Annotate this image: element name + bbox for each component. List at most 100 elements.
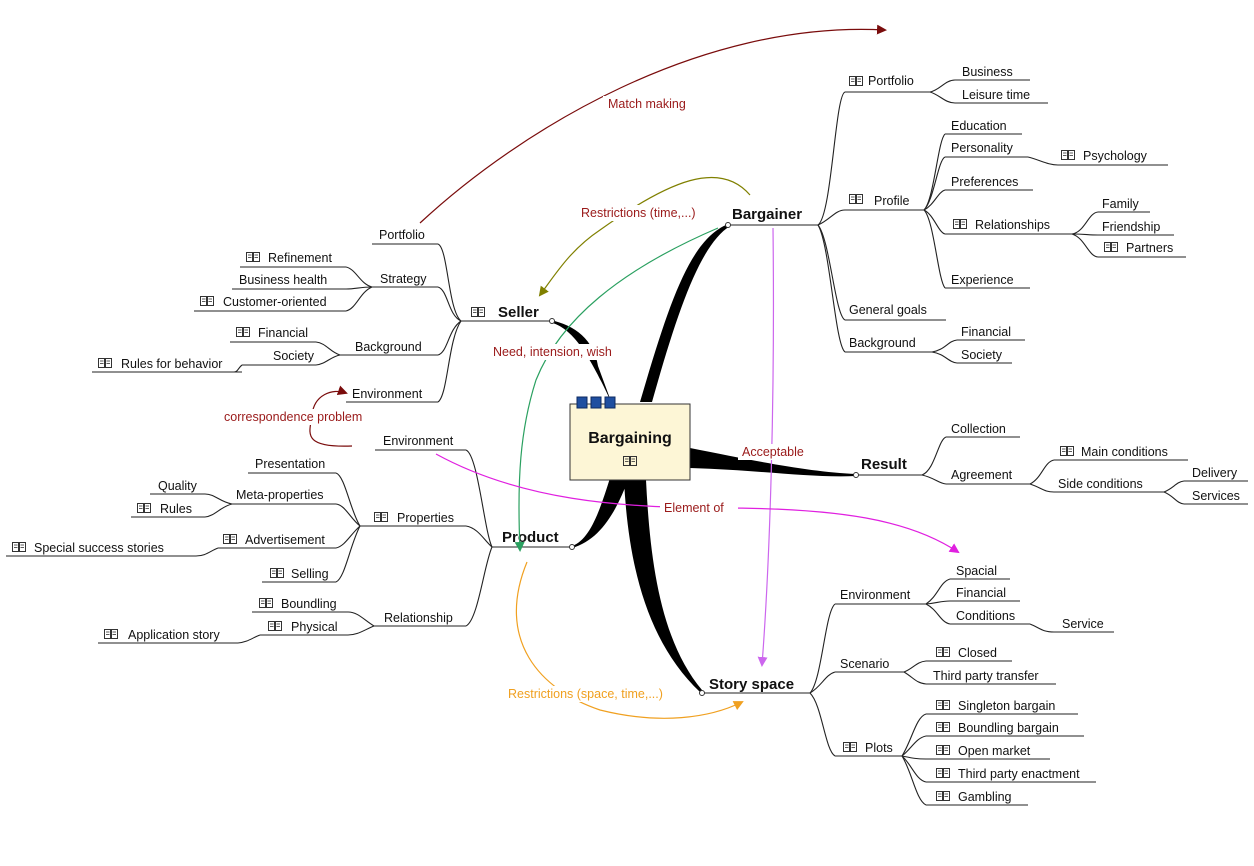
seller-society[interactable]: Society xyxy=(273,349,315,363)
bargainer-business[interactable]: Business xyxy=(962,65,1013,79)
result-agreement[interactable]: Agreement xyxy=(951,468,1013,482)
center-node[interactable]: Bargaining xyxy=(569,396,691,481)
label-acceptable[interactable]: Acceptable xyxy=(742,445,804,459)
seller-financial[interactable]: Financial xyxy=(258,326,308,340)
seller-customer-oriented[interactable]: Customer-oriented xyxy=(223,295,327,309)
result-side-conditions[interactable]: Side conditions xyxy=(1058,477,1143,491)
arrow-acceptable[interactable] xyxy=(757,227,775,667)
product-meta-properties[interactable]: Meta-properties xyxy=(236,488,324,502)
bargainer-relationships[interactable]: Relationships xyxy=(975,218,1050,232)
center-tab-3 xyxy=(604,396,616,409)
relationships-book-icon xyxy=(953,219,967,229)
seller-environment[interactable]: Environment xyxy=(352,387,423,401)
story-third-party-enactment[interactable]: Third party enactment xyxy=(958,767,1080,781)
product-boundling[interactable]: Boundling xyxy=(281,597,337,611)
bargainer-partners[interactable]: Partners xyxy=(1126,241,1173,255)
bargainer-general-goals[interactable]: General goals xyxy=(849,303,927,317)
arrow-match-making[interactable] xyxy=(419,24,887,224)
story-financial[interactable]: Financial xyxy=(956,586,1006,600)
product-rules[interactable]: Rules xyxy=(160,502,192,516)
label-restrictions-space-time[interactable]: Restrictions (space, time,...) xyxy=(508,687,663,701)
closed-book-icon xyxy=(936,647,950,657)
seller-portfolio[interactable]: Portfolio xyxy=(379,228,425,242)
result-collection[interactable]: Collection xyxy=(951,422,1006,436)
physical-book-icon xyxy=(268,621,282,631)
bargainer-preferences[interactable]: Preferences xyxy=(951,175,1018,189)
bargainer-society[interactable]: Society xyxy=(961,348,1003,362)
seller-business-health[interactable]: Business health xyxy=(239,273,327,287)
product-quality[interactable]: Quality xyxy=(158,479,198,493)
arrow-need-intension-wish[interactable] xyxy=(514,227,719,552)
bargainer-psychology[interactable]: Psychology xyxy=(1083,149,1148,163)
seller-subtree: Portfolio Strategy Refinement Business h… xyxy=(92,228,462,403)
story-open-market[interactable]: Open market xyxy=(958,744,1031,758)
story-service[interactable]: Service xyxy=(1062,617,1104,631)
label-restrictions-time[interactable]: Restrictions (time,...) xyxy=(581,206,696,220)
rules-book-icon xyxy=(137,503,151,513)
properties-book-icon xyxy=(374,512,388,522)
topic-seller[interactable]: Seller xyxy=(498,304,539,321)
branch-product xyxy=(572,478,628,548)
product-relationship[interactable]: Relationship xyxy=(384,611,453,625)
label-match-making[interactable]: Match making xyxy=(608,97,686,111)
story-singleton-bargain[interactable]: Singleton bargain xyxy=(958,699,1055,713)
branch-seller xyxy=(550,320,612,404)
result-main-conditions[interactable]: Main conditions xyxy=(1081,445,1168,459)
third-party-enactment-book-icon xyxy=(936,768,950,778)
story-environment[interactable]: Environment xyxy=(840,588,911,602)
label-correspondence-problem[interactable]: correspondence problem xyxy=(224,410,362,424)
boundling-bargain-book-icon xyxy=(936,722,950,732)
product-environment[interactable]: Environment xyxy=(383,434,454,448)
bargainer-leisure-time[interactable]: Leisure time xyxy=(962,88,1030,102)
bargainer-family[interactable]: Family xyxy=(1102,197,1140,211)
product-presentation[interactable]: Presentation xyxy=(255,457,325,471)
singleton-bargain-book-icon xyxy=(936,700,950,710)
product-special-success-stories[interactable]: Special success stories xyxy=(34,541,164,555)
story-plots[interactable]: Plots xyxy=(865,741,893,755)
seller-rules-for-behavior[interactable]: Rules for behavior xyxy=(121,357,222,371)
bargainer-portfolio[interactable]: Portfolio xyxy=(868,74,914,88)
story-conditions[interactable]: Conditions xyxy=(956,609,1015,623)
arrow-restrictions-space-time[interactable] xyxy=(515,561,744,719)
product-properties[interactable]: Properties xyxy=(397,511,454,525)
story-closed[interactable]: Closed xyxy=(958,646,997,660)
story-boundling-bargain[interactable]: Boundling bargain xyxy=(958,721,1059,735)
branch-bargainer xyxy=(640,224,730,402)
topic-story-space[interactable]: Story space xyxy=(709,676,794,693)
refinement-book-icon xyxy=(246,252,260,262)
story-spacial[interactable]: Spacial xyxy=(956,564,997,578)
result-delivery[interactable]: Delivery xyxy=(1192,466,1238,480)
seller-strategy[interactable]: Strategy xyxy=(380,272,427,286)
story-gambling[interactable]: Gambling xyxy=(958,790,1012,804)
center-tab-2 xyxy=(590,396,602,409)
bargainer-personality[interactable]: Personality xyxy=(951,141,1014,155)
product-physical[interactable]: Physical xyxy=(291,620,338,634)
seller-refinement[interactable]: Refinement xyxy=(268,251,332,265)
bargainer-background[interactable]: Background xyxy=(849,336,916,350)
seller-book-icon xyxy=(471,307,485,317)
bargainer-experience[interactable]: Experience xyxy=(951,273,1014,287)
bargainer-profile[interactable]: Profile xyxy=(874,194,909,208)
customer-oriented-book-icon xyxy=(200,296,214,306)
product-selling[interactable]: Selling xyxy=(291,567,329,581)
center-title: Bargaining xyxy=(588,430,672,447)
bargainer-friendship[interactable]: Friendship xyxy=(1102,220,1160,234)
story-scenario[interactable]: Scenario xyxy=(840,657,889,671)
product-application-story[interactable]: Application story xyxy=(128,628,220,642)
bargainer-financial[interactable]: Financial xyxy=(961,325,1011,339)
boundling-book-icon xyxy=(259,598,273,608)
product-subtree: Environment Properties Presentation Meta… xyxy=(6,434,493,644)
label-element-of[interactable]: Element of xyxy=(664,501,724,515)
label-need-intension-wish[interactable]: Need, intension, wish xyxy=(493,345,612,359)
story-third-party-transfer[interactable]: Third party transfer xyxy=(933,669,1039,683)
bargainer-education[interactable]: Education xyxy=(951,119,1007,133)
result-services[interactable]: Services xyxy=(1192,489,1240,503)
topic-bargainer[interactable]: Bargainer xyxy=(732,206,802,223)
story-space-subtree: Environment Spacial Financial Conditions… xyxy=(809,564,1114,806)
gambling-book-icon xyxy=(936,791,950,801)
arrow-restrictions-time[interactable] xyxy=(538,176,751,297)
seller-background[interactable]: Background xyxy=(355,340,422,354)
topic-product[interactable]: Product xyxy=(502,529,559,546)
topic-result[interactable]: Result xyxy=(861,456,907,473)
product-advertisement[interactable]: Advertisement xyxy=(245,533,325,547)
